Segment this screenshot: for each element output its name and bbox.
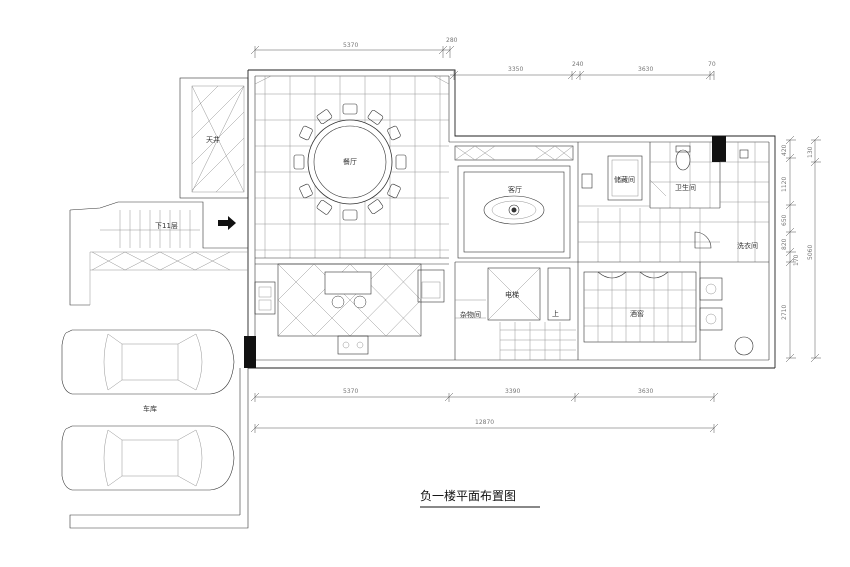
dining-room bbox=[254, 75, 450, 258]
laundry-label: 洗衣间 bbox=[737, 241, 758, 250]
elevator-stairs bbox=[454, 261, 578, 360]
skylight-label: 天井 bbox=[206, 135, 220, 144]
right-dimension-lines bbox=[785, 135, 821, 363]
dim-top-c: 3350 bbox=[508, 66, 523, 73]
dim-bottom-b: 3390 bbox=[505, 388, 520, 395]
downstairs-label: 下11层 bbox=[155, 222, 178, 230]
dim-bottom-c: 3630 bbox=[638, 388, 653, 395]
storage-counter bbox=[454, 145, 574, 161]
bathroom-label: 卫生间 bbox=[675, 183, 696, 192]
bottom-dimension-lines bbox=[250, 392, 719, 433]
dim-right-c: 650 bbox=[781, 214, 788, 226]
sundries-label: 杂物间 bbox=[460, 310, 481, 319]
storage-room bbox=[577, 142, 651, 262]
garage-label: 车库 bbox=[143, 404, 157, 413]
up-label: 上 bbox=[552, 309, 559, 318]
dim-right-a: 420 bbox=[781, 144, 788, 156]
dim-right-f: 2710 bbox=[781, 305, 788, 320]
dim-top-a: 5370 bbox=[343, 42, 358, 49]
garage bbox=[69, 368, 249, 529]
dim-top-d: 240 bbox=[572, 61, 584, 68]
car-bottom bbox=[61, 425, 235, 491]
dim-top-b: 280 bbox=[446, 37, 458, 44]
elevator-label: 电梯 bbox=[505, 290, 519, 299]
right-fixtures bbox=[699, 262, 754, 360]
dim-right-d: 820 bbox=[781, 238, 788, 250]
wine-cellar-label: 酒窖 bbox=[630, 309, 644, 318]
bathroom bbox=[649, 136, 726, 209]
top-dimension-lines bbox=[250, 45, 715, 80]
living-room-label: 客厅 bbox=[508, 185, 522, 194]
living-room bbox=[457, 165, 571, 259]
dim-right-g: 130 bbox=[807, 146, 814, 158]
dim-right-b: 1120 bbox=[781, 177, 788, 192]
car-top bbox=[61, 329, 235, 395]
dining-room-label: 餐厅 bbox=[343, 157, 357, 166]
dim-top-e: 3630 bbox=[638, 66, 653, 73]
dim-top-f: 70 bbox=[708, 61, 716, 68]
entry-arrow-icon bbox=[218, 216, 236, 230]
wine-cellar bbox=[577, 262, 697, 360]
dim-right-e: 170 bbox=[793, 254, 800, 266]
drawing-title: 负一楼平面布置图 bbox=[420, 488, 516, 503]
laundry-room bbox=[578, 142, 769, 263]
stairs-down bbox=[69, 201, 248, 306]
dim-right-total: 5060 bbox=[807, 245, 814, 260]
dim-bottom-a: 5370 bbox=[343, 388, 358, 395]
dim-total: 12870 bbox=[475, 419, 494, 426]
kitchen-area bbox=[244, 257, 449, 368]
storage-label: 储藏间 bbox=[614, 175, 635, 184]
